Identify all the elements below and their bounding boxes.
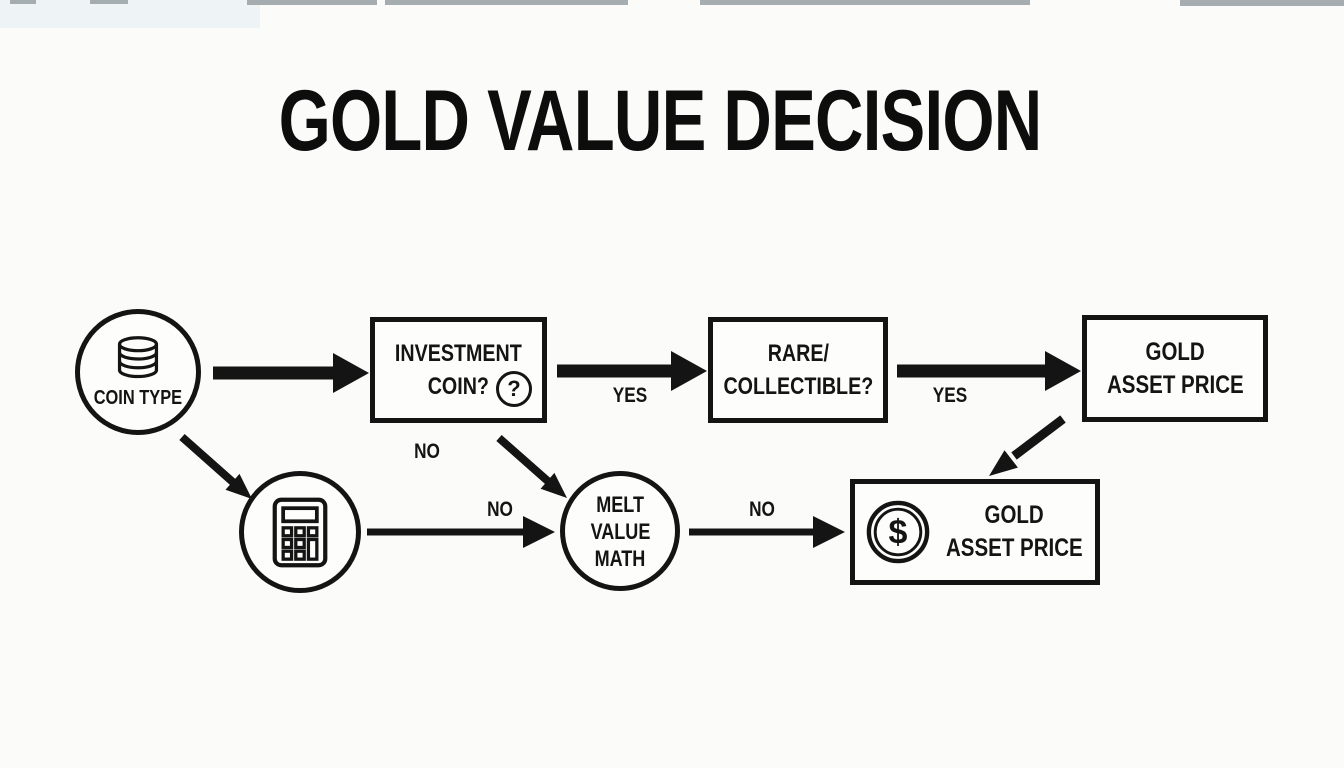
gold-asset-top-line2: ASSET PRICE bbox=[1106, 370, 1244, 399]
node-investment-coin: INVESTMENT COIN? ? bbox=[370, 317, 547, 423]
node-calculator bbox=[239, 471, 361, 593]
dollar-glyph: $ bbox=[888, 514, 907, 552]
arrow-goldtop-to-goldbottom bbox=[989, 415, 1066, 476]
arrow-melt-to-goldbottom bbox=[689, 516, 845, 548]
top-edge-artifacts bbox=[0, 0, 1344, 30]
node-gold-asset-bottom: $ GOLD ASSET PRICE bbox=[850, 479, 1100, 585]
arrow-calculator-to-melt bbox=[367, 516, 555, 548]
question-circle-icon: ? bbox=[496, 371, 532, 407]
edge-label-rare-yes: YES bbox=[932, 384, 968, 407]
edge-label-melt-no: NO bbox=[749, 498, 775, 521]
arrow-investment-to-rare bbox=[557, 351, 707, 391]
investment-coin-line2: COIN? bbox=[427, 373, 490, 400]
melt-line1: MELT bbox=[596, 491, 644, 517]
calculator-icon bbox=[272, 497, 328, 567]
dollar-coin-icon: $ bbox=[866, 500, 929, 564]
arrow-rare-to-goldtop bbox=[897, 351, 1081, 391]
edge-label-investment-no: NO bbox=[414, 440, 440, 463]
edge-label-calculator-no: NO bbox=[487, 498, 513, 521]
coin-stack-icon bbox=[117, 336, 159, 379]
arrow-investment-to-melt bbox=[496, 435, 567, 498]
arrow-cointype-to-investment bbox=[213, 353, 369, 393]
page-title: GOLD VALUE DECISION bbox=[278, 73, 1043, 169]
rare-collectible-line2: COLLECTIBLE? bbox=[723, 373, 873, 400]
question-glyph: ? bbox=[507, 376, 521, 401]
node-coin-type: COIN TYPE bbox=[75, 309, 201, 435]
node-gold-asset-top: GOLD ASSET PRICE bbox=[1082, 315, 1268, 422]
node-melt-value-math: MELT VALUE MATH bbox=[560, 471, 680, 591]
rare-collectible-line1: RARE/ bbox=[767, 340, 829, 367]
investment-coin-line1: INVESTMENT bbox=[395, 340, 522, 367]
coin-type-label: COIN TYPE bbox=[93, 387, 183, 409]
node-rare-collectible: RARE/ COLLECTIBLE? bbox=[708, 317, 888, 423]
edge-label-investment-yes: YES bbox=[612, 384, 648, 407]
gold-asset-top-line1: GOLD bbox=[1145, 337, 1205, 366]
gold-asset-bottom-line1: GOLD bbox=[984, 501, 1044, 529]
melt-line3: MATH bbox=[594, 545, 646, 571]
arrow-cointype-to-calculator bbox=[179, 434, 252, 499]
melt-line2: VALUE bbox=[590, 518, 650, 544]
gold-asset-bottom-line2: ASSET PRICE bbox=[945, 534, 1083, 562]
